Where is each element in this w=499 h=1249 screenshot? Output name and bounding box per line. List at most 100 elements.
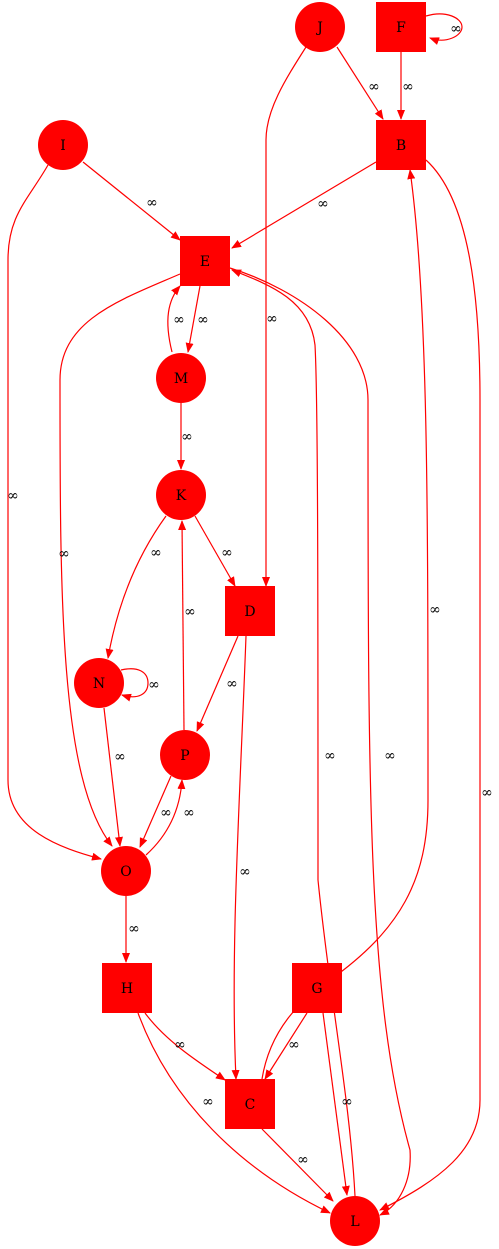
- node-h: H: [102, 963, 152, 1013]
- node-o-label: O: [120, 864, 131, 880]
- node-i-label: I: [60, 138, 66, 154]
- edge-d-to-p: [196, 635, 239, 732]
- edge-label-f-to-f: ∞: [450, 21, 462, 37]
- edge-label-e-to-o: ∞: [58, 546, 70, 562]
- node-h-label: H: [121, 981, 133, 997]
- node-d-shape: [225, 586, 275, 636]
- node-e: E: [180, 236, 230, 286]
- edge-n-to-n: [120, 668, 149, 702]
- nodes: J F I B E M K D N P O H G C L: [38, 2, 426, 1246]
- edge-label-o-to-h: ∞: [128, 921, 140, 937]
- node-h-shape: [102, 963, 152, 1013]
- edge-label-h-to-c: ∞: [174, 1037, 186, 1053]
- node-e-shape: [180, 236, 230, 286]
- node-c: C: [225, 1079, 275, 1129]
- edge-label-d-to-c: ∞: [239, 864, 251, 880]
- node-o: O: [101, 846, 151, 896]
- edge-label-m-to-e: ∞: [173, 312, 185, 328]
- edge-label-p-to-k: ∞: [184, 604, 196, 620]
- node-g: G: [292, 963, 342, 1013]
- edge-h-to-c: [144, 1012, 226, 1081]
- node-k-label: K: [176, 488, 187, 504]
- edge-i-to-o: [7, 164, 102, 861]
- edge-label-k-to-n: ∞: [150, 545, 162, 561]
- edge-l-to-e: [231, 269, 356, 1197]
- edge-label-i-to-e: ∞: [146, 195, 158, 211]
- node-b-label: B: [396, 138, 406, 154]
- edge-label-i-to-o: ∞: [7, 488, 19, 504]
- edge-c-to-b: [261, 169, 429, 1080]
- edge-e-to-m: [185, 285, 201, 353]
- edge-label-m-to-k: ∞: [181, 429, 193, 445]
- edge-label-b-to-l: ∞: [481, 785, 493, 801]
- edge-label-e-to-m: ∞: [197, 312, 209, 328]
- node-p-shape: [160, 730, 210, 780]
- edge-g-to-c: [264, 1012, 308, 1080]
- node-n: N: [74, 658, 124, 708]
- edge-label-l-to-e: ∞: [324, 748, 336, 764]
- edge-b-to-e: [231, 161, 377, 249]
- edge-label-d-to-p: ∞: [226, 676, 238, 692]
- node-d-label: D: [244, 604, 255, 620]
- edge-g-to-l: [322, 1012, 350, 1196]
- node-k-shape: [156, 470, 206, 520]
- edge-label-n-to-n: ∞: [148, 677, 160, 693]
- edge-n-to-o: [103, 707, 123, 847]
- edge-j-to-d: [262, 46, 307, 587]
- edge-c-to-l: [261, 1128, 334, 1202]
- edge-label-b-to-e: ∞: [317, 196, 329, 212]
- node-o-shape: [101, 846, 151, 896]
- edge-label-g-to-l: ∞: [341, 1094, 353, 1110]
- node-i-shape: [38, 120, 88, 170]
- edge-p-to-o: [139, 775, 172, 848]
- edge-k-to-n: [105, 515, 167, 659]
- edge-label-j-to-d: ∞: [266, 311, 278, 327]
- node-n-label: N: [93, 676, 105, 692]
- edge-label-c-to-l: ∞: [297, 1152, 309, 1168]
- edge-label-h-to-l: ∞: [202, 1094, 214, 1110]
- edge-b-to-l: [379, 159, 481, 1211]
- edge-label-n-to-o: ∞: [114, 749, 126, 765]
- node-j-label: J: [315, 20, 323, 36]
- edge-j-to-b: [336, 46, 384, 120]
- node-l-shape: [330, 1196, 380, 1246]
- edge-label-f-to-b: ∞: [402, 79, 414, 95]
- edge-i-to-e: [82, 161, 181, 241]
- edge-label-e-to-l: ∞: [384, 748, 396, 764]
- node-k: K: [156, 470, 206, 520]
- node-b-shape: [376, 120, 426, 170]
- edge-e-to-l: [229, 267, 411, 1216]
- node-f: F: [376, 2, 426, 52]
- node-m-label: M: [174, 371, 188, 387]
- edge-p-to-k: [178, 520, 187, 731]
- node-d: D: [225, 586, 275, 636]
- node-l-label: L: [350, 1214, 359, 1230]
- node-p: P: [160, 730, 210, 780]
- node-g-shape: [292, 963, 342, 1013]
- edge-d-to-c: [231, 635, 247, 1080]
- node-f-label: F: [396, 20, 406, 36]
- node-i: I: [38, 120, 88, 170]
- edge-label-g-to-c: ∞: [288, 1037, 300, 1053]
- edge-m-to-e: [167, 285, 181, 353]
- edge-label-k-to-d: ∞: [221, 545, 233, 561]
- edge-label-o-to-p: ∞: [183, 805, 195, 821]
- edge-k-to-d: [194, 515, 236, 587]
- node-f-shape: [376, 2, 426, 52]
- node-m: M: [156, 353, 206, 403]
- edge-label-p-to-o: ∞: [160, 805, 172, 821]
- node-p-label: P: [180, 748, 189, 764]
- node-j-shape: [295, 2, 345, 52]
- node-g-label: G: [311, 981, 322, 997]
- edge-label-c-to-b: ∞: [429, 602, 441, 618]
- edge-h-to-l: [137, 1012, 331, 1214]
- edges: ∞∞∞∞∞∞∞∞∞∞∞∞∞∞∞∞∞∞∞∞∞∞∞∞∞∞∞∞∞∞: [7, 13, 493, 1216]
- edge-f-to-f: [425, 13, 463, 45]
- node-j: J: [295, 2, 345, 52]
- node-l: L: [330, 1196, 380, 1246]
- edge-o-to-p: [145, 779, 186, 856]
- edge-e-to-o: [59, 273, 181, 847]
- node-m-shape: [156, 353, 206, 403]
- node-n-shape: [74, 658, 124, 708]
